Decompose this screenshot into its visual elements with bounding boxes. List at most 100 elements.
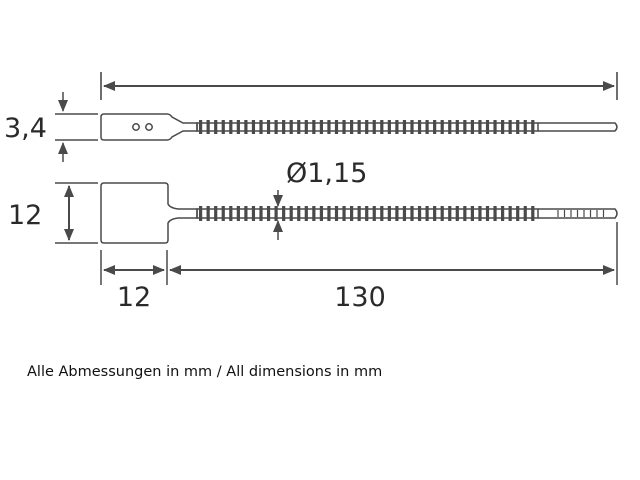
strap-tooth [259,206,263,221]
strap-tooth [251,206,256,221]
tag-thickness-label: 3,4 [4,113,47,144]
overall-length-dimension [100,72,618,100]
strap-tooth [236,120,240,134]
strap-tooth [251,120,256,134]
strap-tooth [395,120,399,134]
strap-tooth [485,120,490,134]
strap-tooth [289,206,293,221]
seal-front-view [100,182,618,244]
strap-tooth [380,206,384,221]
tag-thickness-dimension [55,92,98,162]
strap-tooth [493,206,497,221]
hole-left [132,123,140,131]
strap-tooth [357,206,361,221]
strap-tooth [387,206,391,221]
strap-tooth [214,206,218,221]
strap-tooth [448,120,452,134]
strap-tooth [417,206,422,221]
strap-tooth [350,206,354,221]
strap-tooth [508,206,512,221]
strap-tooth [266,206,271,221]
strap-tooth [516,206,520,221]
strap-tooth [485,206,490,221]
strap-tooth [350,120,354,134]
strap-tooth [297,120,301,134]
strap-tooth [206,120,210,134]
strap-tooth [259,120,263,134]
strap-front-tail-marks [557,210,605,217]
strap-tooth [199,120,203,134]
strap-tooth [304,120,308,134]
strap-tooth [327,206,331,221]
strap-top-tail [538,122,618,132]
strap-tooth [402,206,407,221]
strap-tooth [312,120,316,134]
dimensions-caption: Alle Abmessungen in mm / All dimensions … [27,364,383,380]
strap-tooth [221,120,225,134]
strap-tooth [319,120,323,134]
strap-tooth [342,120,346,134]
strap-tooth [501,206,505,221]
tag-height-dimension [55,182,98,244]
strap-tooth [199,206,203,221]
strap-tooth [372,120,376,134]
strap-tooth [282,120,286,134]
strap-tooth [425,120,429,134]
tag-width-label: 12 [117,282,151,313]
strap-tooth [236,206,240,221]
strap-tooth [244,206,248,221]
strap-tooth [274,206,278,221]
strap-tooth [402,120,407,134]
strap-tooth [206,206,210,221]
strap-tooth [357,120,361,134]
strap-front-teeth [199,206,535,221]
strap-tooth [410,206,414,221]
strap-tooth [297,206,301,221]
strap-tooth [395,206,399,221]
strap-tooth [334,206,339,221]
strap-tooth [244,120,248,134]
strap-top-teeth [199,120,535,134]
strap-tooth [380,120,384,134]
tag-body [100,182,198,244]
strap-tooth [523,206,527,221]
strap-tooth [274,120,278,134]
bottom-dimensions [100,222,618,285]
strap-tooth [312,206,316,221]
strap-tooth [304,206,308,221]
strap-tooth [221,206,225,221]
strap-tooth [410,120,414,134]
strap-tooth [478,120,482,134]
strap-tooth [365,206,369,221]
strap-tooth [229,120,233,134]
strap-tooth [508,120,512,134]
strap-tooth [342,206,346,221]
strap-tooth [523,120,527,134]
strap-front-tail [538,208,618,219]
strap-tooth [531,120,535,134]
strap-tooth [289,120,293,134]
strap-tooth [417,120,422,134]
strap-tooth [470,120,474,134]
strap-tooth [282,206,286,221]
strap-tooth [327,120,331,134]
strap-tooth [455,120,459,134]
strap-tooth [531,206,535,221]
hole-right [145,123,153,131]
strap-tooth [455,206,459,221]
strap-tooth [433,120,437,134]
strap-tooth [448,206,452,221]
strap-tooth [463,206,467,221]
strap-tooth [470,206,474,221]
strap-tooth [463,120,467,134]
strap-diameter-label: Ø1,15 [286,158,367,189]
strap-tooth [214,120,218,134]
strap-tooth [440,120,444,134]
strap-tooth [266,120,271,134]
strap-length-label: 130 [334,282,386,313]
seal-top-view [100,113,618,141]
strap-tooth [229,206,233,221]
strap-tooth [425,206,429,221]
strap-tooth [493,120,497,134]
